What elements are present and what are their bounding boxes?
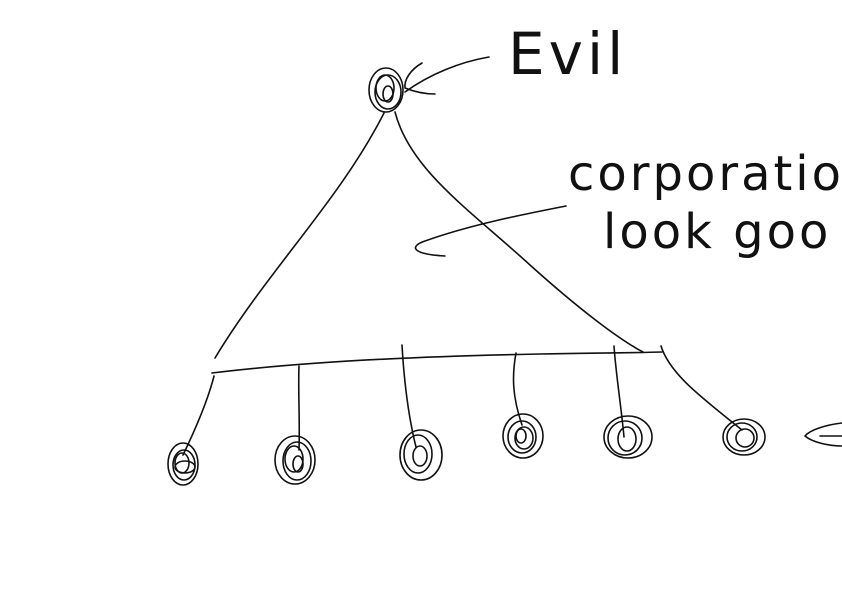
triangle-base: [211, 351, 663, 374]
top-label: Evil: [508, 20, 627, 88]
bottom-node-1: [167, 442, 199, 486]
bottom-label-pointer: [804, 422, 842, 447]
top-label-arrowhead: [404, 62, 436, 95]
bottom-node-3: [399, 429, 443, 481]
bottom-node-6: [722, 418, 766, 456]
branch-4: [512, 352, 523, 426]
branch-2: [297, 365, 301, 451]
top-node: [368, 67, 404, 113]
bottom-node-2: [274, 435, 316, 485]
top-label-pointer: [404, 56, 490, 93]
middle-label-pointer: [414, 205, 567, 257]
triangle-right-edge: [394, 111, 644, 353]
bottom-node-4: [502, 413, 544, 459]
middle-label-line1: corporation: [568, 146, 842, 202]
middle-label-line2: look goo: [603, 204, 831, 260]
branch-6: [660, 345, 743, 431]
bottom-node-5: [603, 415, 653, 459]
branch-1: [182, 375, 215, 456]
triangle-left-edge: [214, 112, 385, 359]
